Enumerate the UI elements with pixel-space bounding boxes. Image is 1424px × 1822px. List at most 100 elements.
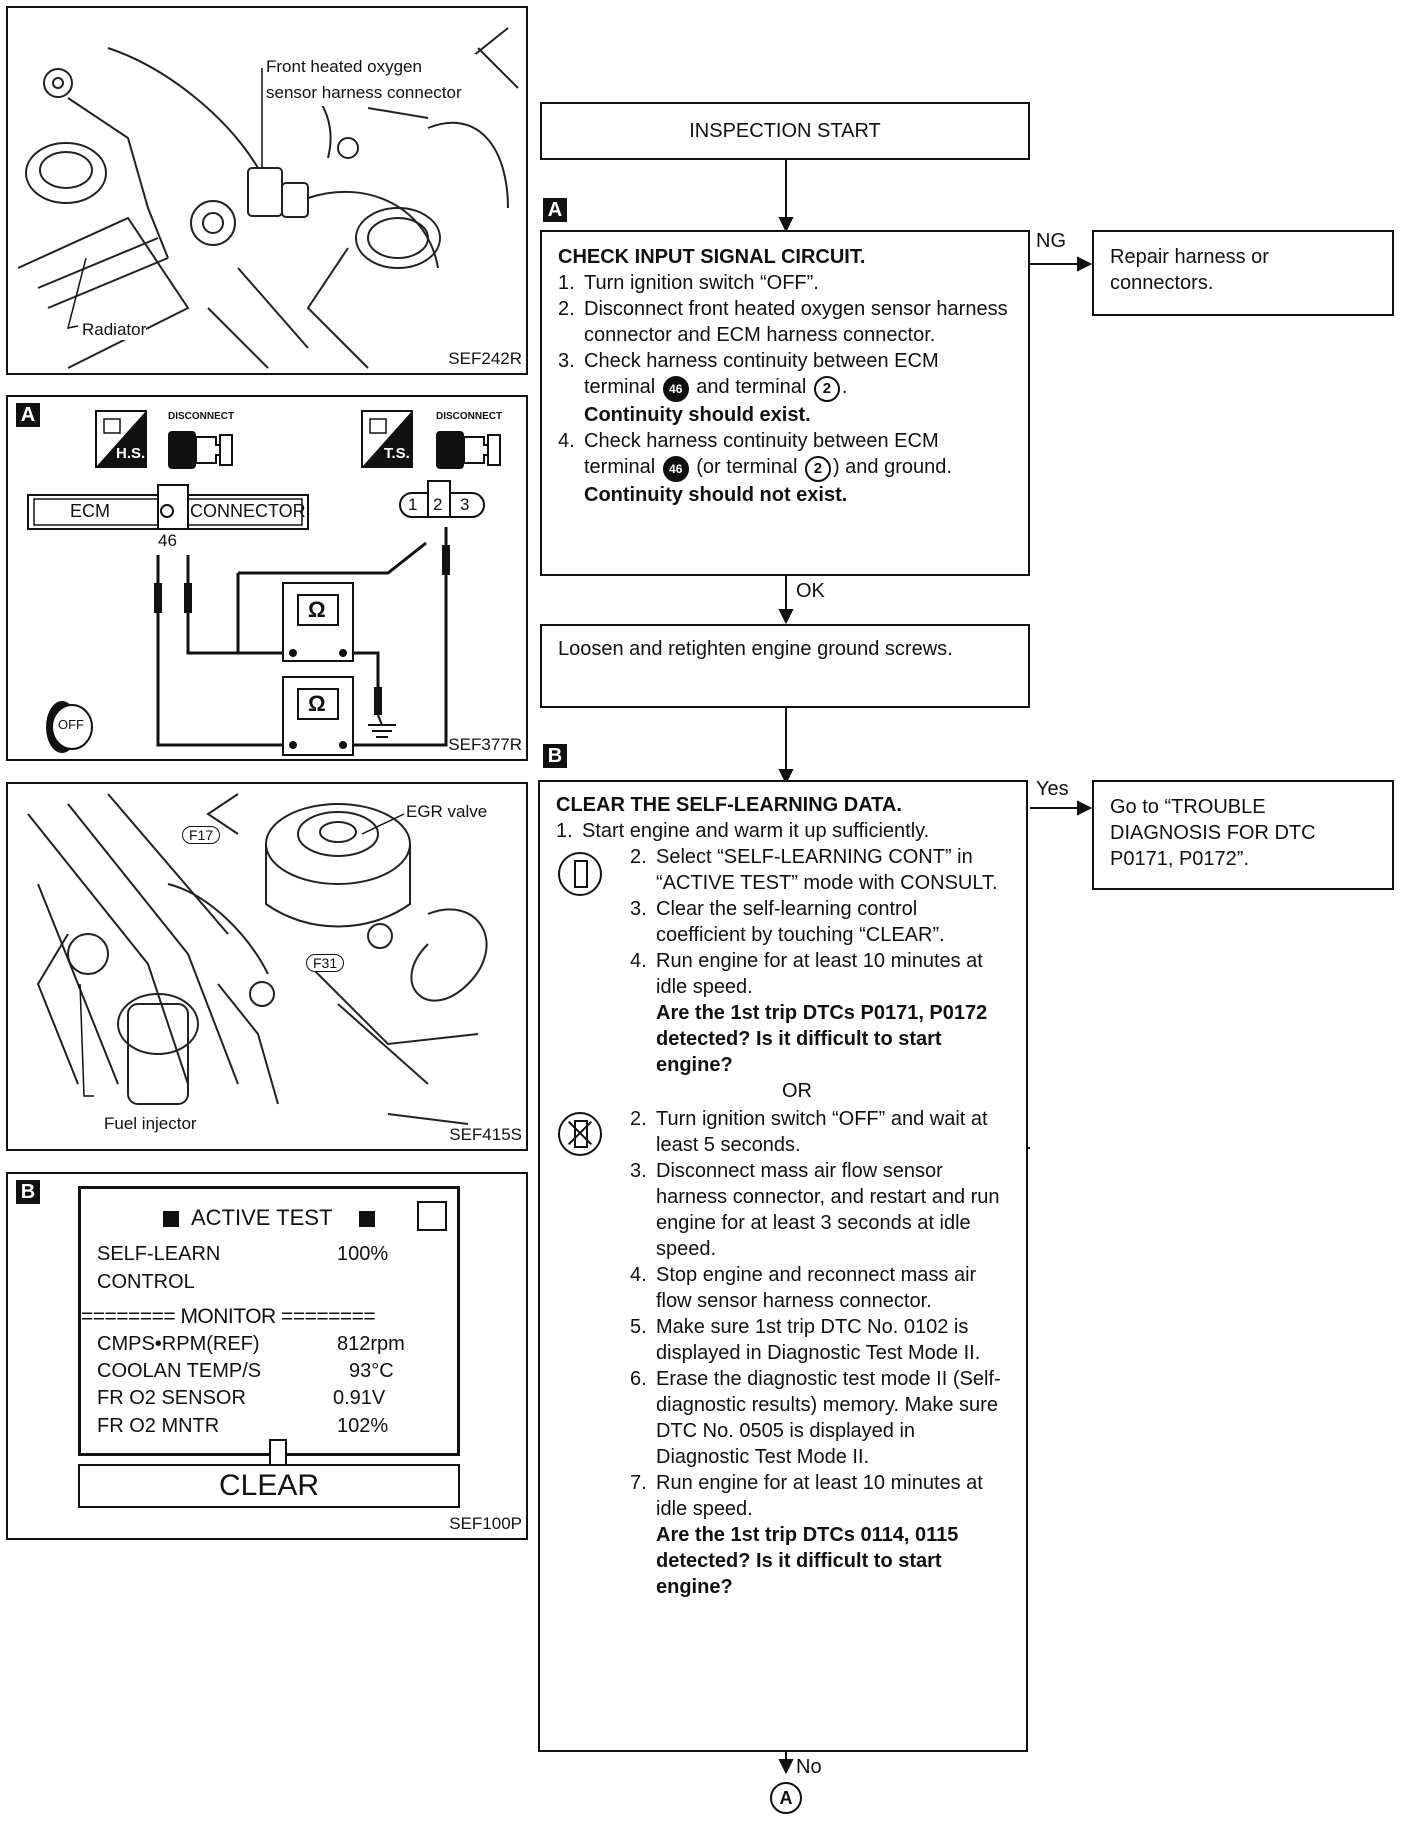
ohm-symbol-1: Ω bbox=[308, 597, 326, 622]
egr-valve-callout: EGR valve bbox=[406, 802, 488, 822]
consult-step-4: Run engine for at least 10 minutes at id… bbox=[656, 950, 983, 998]
inspection-start-box: INSPECTION START bbox=[540, 102, 1030, 160]
check-step-3-c: . bbox=[841, 376, 848, 398]
or-divider-label: OR bbox=[782, 1078, 812, 1104]
terminal-46-label: 46 bbox=[158, 531, 177, 550]
clear-button-label: CLEAR bbox=[218, 1469, 320, 1502]
monitor-divider: ======== MONITOR ======== bbox=[81, 1305, 376, 1328]
clear-button[interactable]: CLEAR bbox=[78, 1464, 460, 1508]
loosen-ground-text: Loosen and retighten engine ground screw… bbox=[558, 638, 953, 660]
continuity-wiring-diagram bbox=[27, 410, 501, 756]
control-label: CONTROL bbox=[97, 1271, 195, 1293]
panel-oxygen-sensor-illustration: Front heated oxygen sensor harness conne… bbox=[6, 6, 528, 375]
consult-display: ACTIVE TEST SELF-LEARN 100% CONTROL ====… bbox=[78, 1186, 460, 1467]
repair-harness-text: Repair harness or connectors. bbox=[1110, 246, 1269, 294]
self-learn-label: SELF-LEARN bbox=[97, 1243, 221, 1265]
check-step-2: Disconnect front heated oxygen sensor ha… bbox=[584, 298, 1008, 346]
clear-title: CLEAR THE SELF-LEARNING DATA. bbox=[556, 794, 902, 816]
ng-label: NG bbox=[1036, 230, 1066, 252]
ignition-off-label: OFF bbox=[58, 717, 84, 732]
disconnect-label-2: DISCONNECT bbox=[436, 411, 503, 422]
title-marker-left bbox=[163, 1211, 179, 1227]
panel-tag-b: B bbox=[16, 1180, 40, 1204]
manual-question: Are the 1st trip DTCs 0114, 0115 detecte… bbox=[656, 1524, 959, 1598]
continue-marker-a: A bbox=[770, 1782, 802, 1814]
goto-trouble-diagnosis-text: Go to “TROUBLE DIAGNOSIS FOR DTC P0171, … bbox=[1110, 796, 1316, 870]
figure-code: SEF415S bbox=[449, 1125, 522, 1144]
ts-label: T.S. bbox=[384, 445, 410, 462]
terminal-2-symbol: 2 bbox=[813, 376, 840, 402]
yes-label: Yes bbox=[1036, 778, 1069, 800]
connector-callout: Front heated oxygen sensor harness conne… bbox=[266, 54, 476, 106]
coolant-temp-value: 93°C bbox=[349, 1360, 394, 1382]
ohm-symbol-2: Ω bbox=[308, 691, 326, 716]
terminal-46-symbol: 46 bbox=[662, 456, 689, 482]
manual-step-3: Disconnect mass air flow sensor harness … bbox=[656, 1160, 1000, 1260]
title-marker-right bbox=[359, 1211, 375, 1227]
panel-tag-a: A bbox=[16, 403, 40, 427]
check-step-4-b: (or terminal bbox=[696, 456, 798, 478]
pin-2: 2 bbox=[433, 495, 443, 514]
ok-label: OK bbox=[796, 580, 825, 602]
panel-egr-illustration: EGR valve F17 F31 Fuel injector SEF415S bbox=[6, 782, 528, 1151]
step-tag-b: B bbox=[543, 744, 567, 768]
check-step-1: Turn ignition switch “OFF”. bbox=[584, 272, 819, 294]
fr-o2-sensor-label: FR O2 SENSOR bbox=[97, 1387, 246, 1409]
check-title: CHECK INPUT SIGNAL CIRCUIT. bbox=[558, 246, 866, 268]
manual-step-5: Make sure 1st trip DTC No. 0102 is displ… bbox=[656, 1316, 981, 1364]
clear-self-learning-box: CLEAR THE SELF-LEARNING DATA. 1.Start en… bbox=[538, 780, 1028, 1752]
touch-pointer-icon bbox=[269, 1439, 287, 1467]
fuel-injector-callout: Fuel injector bbox=[104, 1114, 197, 1134]
fr-o2-sensor-value: 0.91V bbox=[333, 1387, 386, 1409]
connector-f31: F31 bbox=[306, 954, 345, 972]
consult-question: Are the 1st trip DTCs P0171, P0172 detec… bbox=[656, 1002, 988, 1076]
loosen-ground-box: Loosen and retighten engine ground screw… bbox=[540, 624, 1030, 708]
consult-icon bbox=[558, 852, 602, 896]
figure-code: SEF377R bbox=[448, 735, 522, 754]
terminal-46-symbol: 46 bbox=[662, 376, 689, 402]
fr-o2-mntr-label: FR O2 MNTR bbox=[97, 1415, 220, 1437]
no-consult-icon bbox=[558, 1112, 602, 1156]
consult-step-3: Clear the self-learning control coeffici… bbox=[656, 898, 945, 946]
cmps-rpm-value: 812rpm bbox=[337, 1333, 405, 1355]
connector-label: CONNECTOR bbox=[190, 501, 306, 521]
check-input-signal-box: CHECK INPUT SIGNAL CIRCUIT. 1.Turn ignit… bbox=[540, 230, 1030, 576]
panel-harness-check-diagram: A bbox=[6, 395, 528, 761]
hs-label: H.S. bbox=[116, 445, 146, 462]
no-label: No bbox=[796, 1756, 822, 1778]
continue-marker-label: A bbox=[779, 1788, 793, 1808]
check-step-3-b: and terminal bbox=[696, 376, 807, 398]
consult-step-2: Select “SELF-LEARNING CONT” in “ACTIVE T… bbox=[656, 846, 998, 894]
manual-step-7: Run engine for at least 10 minutes at id… bbox=[656, 1472, 983, 1520]
ecm-label: ECM bbox=[70, 501, 110, 521]
connector-f17: F17 bbox=[182, 826, 221, 844]
pin-3: 3 bbox=[460, 495, 470, 514]
terminal-2-symbol: 2 bbox=[804, 456, 831, 482]
pin-1: 1 bbox=[408, 495, 418, 514]
fr-o2-mntr-value: 102% bbox=[337, 1415, 389, 1437]
continuity-exist-note: Continuity should exist. bbox=[584, 404, 811, 426]
panel-consult-screen: B ACTIVE TEST SELF-LEARN 100% CONTROL ==… bbox=[6, 1172, 528, 1540]
check-step-4-a: Check harness continuity between ECM ter… bbox=[584, 430, 939, 478]
self-learn-value: 100% bbox=[337, 1243, 389, 1265]
step-tag-a: A bbox=[543, 198, 567, 222]
clear-step-1: Start engine and warm it up sufficiently… bbox=[582, 820, 930, 842]
engine-bay-illustration bbox=[17, 27, 519, 369]
radiator-callout: Radiator bbox=[82, 320, 147, 340]
check-step-3-a: Check harness continuity between ECM ter… bbox=[584, 350, 939, 398]
manual-step-6: Erase the diagnostic test mode II (Self-… bbox=[656, 1368, 1001, 1468]
goto-trouble-diagnosis-box: Go to “TROUBLE DIAGNOSIS FOR DTC P0171, … bbox=[1092, 780, 1394, 890]
coolant-temp-label: COOLAN TEMP/S bbox=[97, 1360, 262, 1382]
figure-code: SEF100P bbox=[449, 1514, 522, 1533]
figure-code: SEF242R bbox=[448, 349, 522, 368]
checkbox[interactable] bbox=[417, 1201, 447, 1231]
disconnect-label-1: DISCONNECT bbox=[168, 411, 235, 422]
egr-engine-illustration bbox=[27, 793, 488, 1125]
cmps-rpm-label: CMPS•RPM(REF) bbox=[97, 1333, 260, 1355]
check-step-4-c: ) and ground. bbox=[832, 456, 952, 478]
active-test-title: ACTIVE TEST bbox=[191, 1205, 333, 1230]
continuity-not-exist-note: Continuity should not exist. bbox=[584, 484, 848, 506]
repair-harness-box: Repair harness or connectors. bbox=[1092, 230, 1394, 316]
manual-step-4: Stop engine and reconnect mass air flow … bbox=[656, 1264, 977, 1312]
manual-step-2: Turn ignition switch “OFF” and wait at l… bbox=[656, 1108, 988, 1156]
